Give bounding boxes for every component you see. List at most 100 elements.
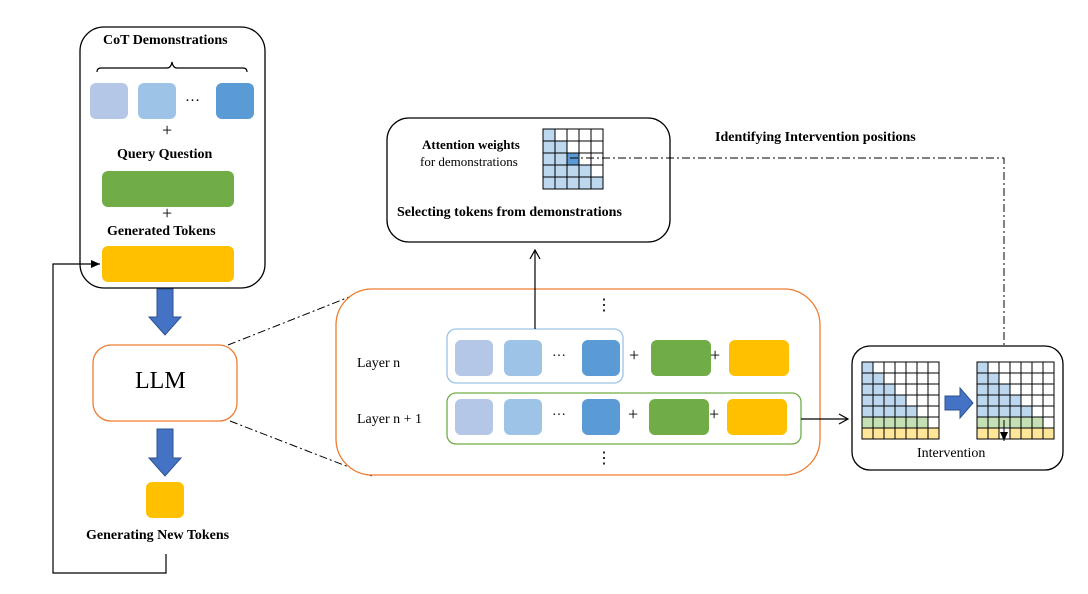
attention-grid-cell	[554, 164, 568, 178]
intervention-after-cell	[1042, 394, 1055, 407]
intervention-after-cell	[987, 383, 1000, 396]
intervention-after-cell	[976, 394, 989, 407]
intervention-after-cell	[998, 405, 1011, 418]
intervention-before-cell	[883, 383, 896, 396]
intervention-before-cell	[916, 383, 929, 396]
intervention-before-cell	[894, 405, 907, 418]
intervention-before-cell	[883, 427, 896, 440]
intervention-after-cell	[976, 372, 989, 385]
intervention-before-cell	[894, 416, 907, 429]
intervention-before-cell	[927, 394, 940, 407]
attention-grid-cell	[590, 152, 604, 166]
generating-new-tokens-label: Generating New Tokens	[86, 528, 230, 543]
intervention-before-cell	[927, 405, 940, 418]
intervention-label: Intervention	[917, 446, 986, 461]
attention-grid-cell	[590, 128, 604, 142]
brace	[96, 61, 248, 73]
layer-n-ellipsis: …	[552, 345, 566, 360]
zoom-line-bottom	[229, 420, 373, 477]
intervention-after-cell	[1009, 416, 1022, 429]
intervention-after-cell	[1031, 394, 1044, 407]
identifying-intervention-label: Identifying Intervention positions	[715, 130, 916, 145]
attention-grid-cell	[554, 128, 568, 142]
intervention-before-cell	[872, 416, 885, 429]
intervention-after-cell	[998, 383, 1011, 396]
attention-grid-cell	[542, 176, 556, 190]
layer-n-token-2	[504, 340, 542, 376]
layer-n-token-n	[582, 340, 620, 376]
intervention-after-cell	[1042, 383, 1055, 396]
for-demonstrations-label: for demonstrations	[420, 154, 518, 169]
intervention-before-cell	[894, 394, 907, 407]
intervention-before-cell	[905, 361, 918, 374]
attention-grid-cell	[578, 176, 592, 190]
intervention-before-cell	[861, 427, 874, 440]
new-token	[146, 482, 184, 518]
intervention-after-cell	[1042, 372, 1055, 385]
attention-grid-cell	[542, 140, 556, 154]
intervention-before-cell	[916, 361, 929, 374]
intervention-after-cell	[1031, 405, 1044, 418]
attention-grid-cell	[590, 176, 604, 190]
intervention-before-cell	[916, 372, 929, 385]
intervention-before-cell	[861, 383, 874, 396]
intervention-before-cell	[883, 372, 896, 385]
intervention-before-cell	[872, 427, 885, 440]
layer-n1-plus-2: +	[709, 404, 720, 424]
intervention-after-cell	[976, 416, 989, 429]
attention-grid-cell	[590, 140, 604, 154]
intervention-after-cell	[976, 427, 989, 440]
demo-ellipsis: …	[185, 89, 200, 105]
cot-demonstrations-title: CoT Demonstrations	[103, 33, 228, 48]
intervention-before-cell	[883, 405, 896, 418]
down-arrow-from-llm	[147, 428, 183, 477]
demo-token-2	[138, 83, 176, 119]
layer-n-generated	[729, 340, 789, 376]
generated-tokens-label: Generated Tokens	[107, 224, 216, 239]
layer-n1-question	[649, 399, 709, 435]
intervention-after-cell	[1031, 427, 1044, 440]
intervention-after-cell	[1020, 394, 1033, 407]
intervention-before-cell	[927, 361, 940, 374]
attention-grid-cell	[542, 128, 556, 142]
intervention-after-cell	[1009, 361, 1022, 374]
intervention-before-cell	[905, 394, 918, 407]
attention-grid-cell	[542, 152, 556, 166]
intervention-before-cell	[861, 394, 874, 407]
intervention-after-cell	[1009, 427, 1022, 440]
intervention-after-cell	[987, 361, 1000, 374]
attention-grid-cell	[578, 164, 592, 178]
layer-n1-ellipsis: …	[552, 404, 566, 419]
intervention-before-cell	[894, 372, 907, 385]
layer-n1-token-n	[582, 399, 620, 435]
intervention-after-cell	[1042, 405, 1055, 418]
layer-n-plus-1: +	[629, 345, 640, 365]
intervention-before-cell	[927, 372, 940, 385]
attention-grid-cell	[578, 152, 592, 166]
layers-bottom-dots: ⋮	[596, 450, 612, 467]
intervention-after-cell	[976, 383, 989, 396]
intervention-before-cell	[916, 416, 929, 429]
intervention-before-cell	[927, 383, 940, 396]
intervention-after-cell	[1042, 416, 1055, 429]
intervention-before-cell	[872, 383, 885, 396]
query-question-label: Query Question	[117, 147, 213, 162]
feedback-loop-line	[52, 260, 167, 574]
attention-grid-cell	[590, 164, 604, 178]
intervention-before-cell	[905, 427, 918, 440]
intervention-before-cell	[872, 361, 885, 374]
intervention-after-cell	[1031, 372, 1044, 385]
intervention-after-cell	[987, 394, 1000, 407]
layer-n1-token-2	[504, 399, 542, 435]
intervention-after-cell	[1031, 383, 1044, 396]
layer-n-label: Layer n	[357, 356, 401, 371]
intervention-after-cell	[1020, 361, 1033, 374]
layer-n1-token-1	[455, 399, 493, 435]
intervention-after-cell	[1020, 427, 1033, 440]
layer-n-question	[651, 340, 711, 376]
intervention-before-cell	[883, 394, 896, 407]
intervention-after-cell	[987, 372, 1000, 385]
intervention-arrow	[944, 386, 974, 420]
intervention-before-cell	[894, 383, 907, 396]
intervention-before-cell	[916, 427, 929, 440]
